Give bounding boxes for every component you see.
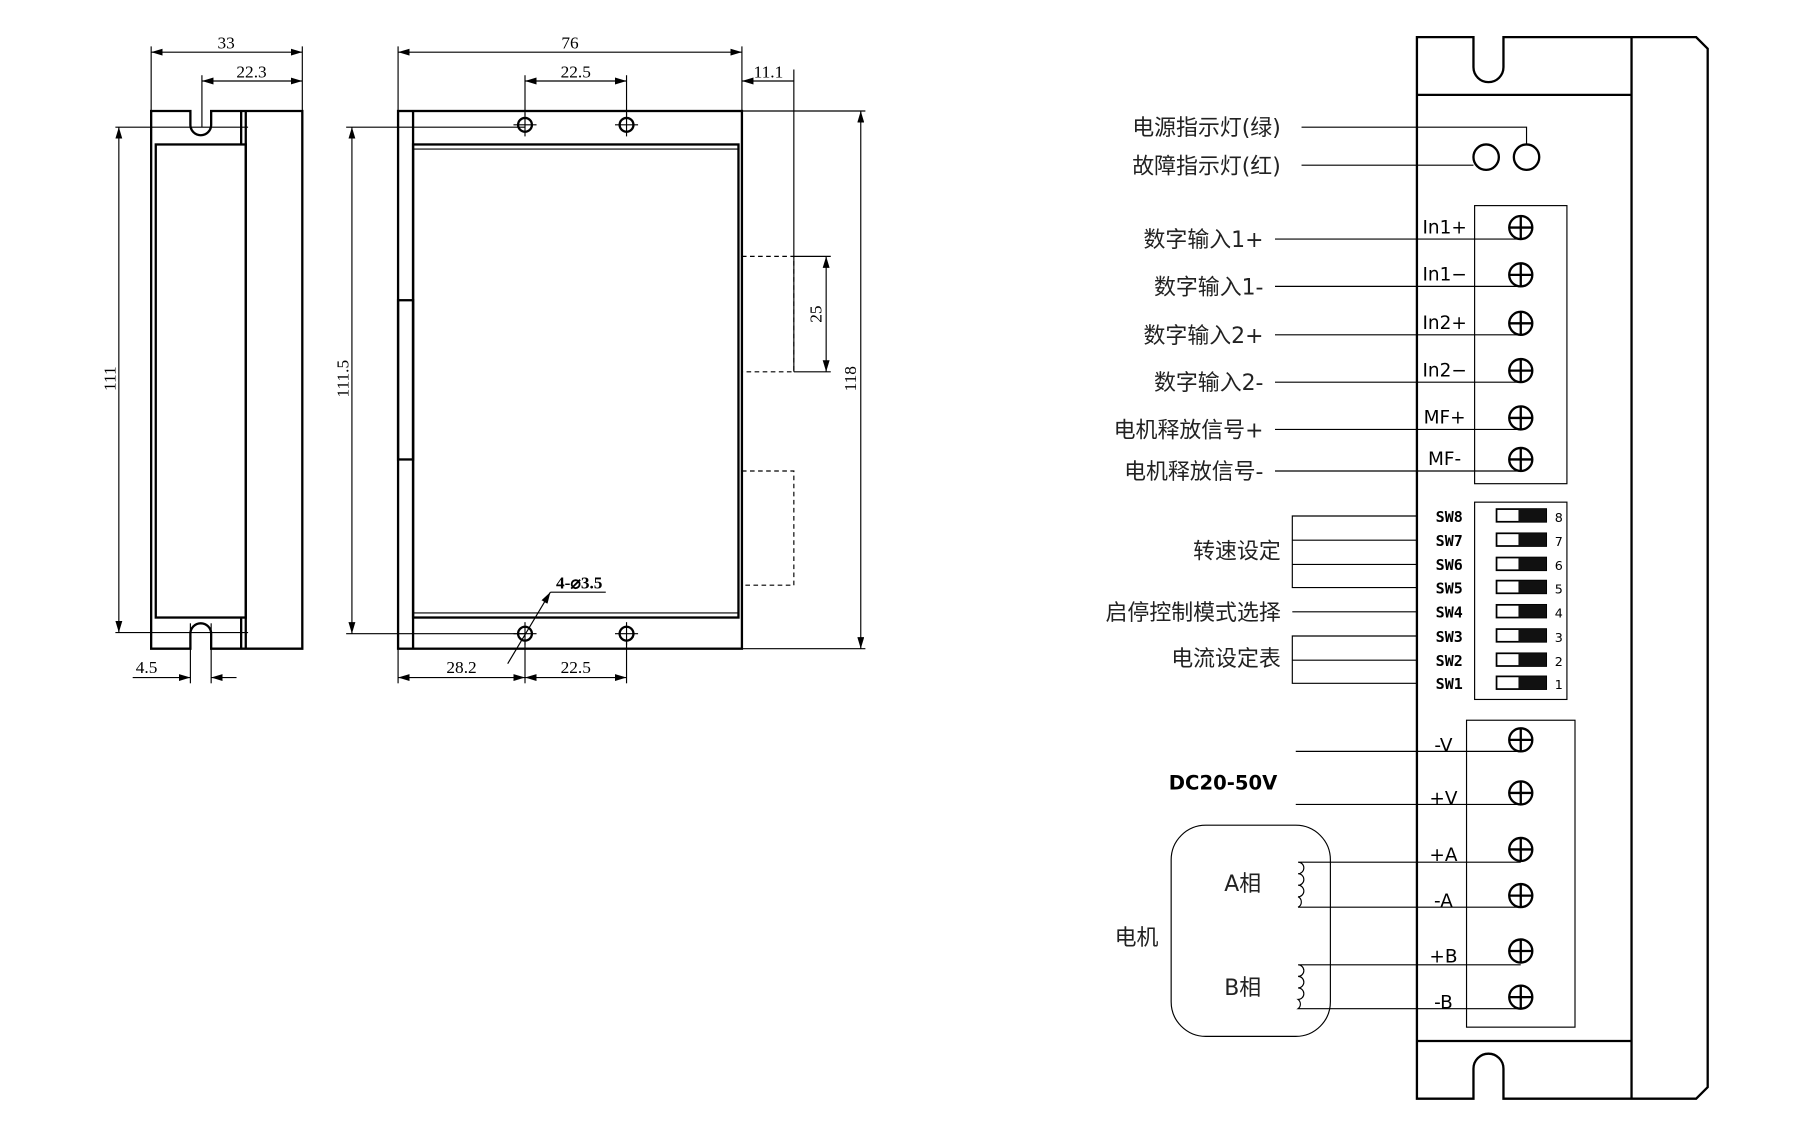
- dip-switch-label: SW1: [1436, 675, 1463, 693]
- screw-terminal-icon: [1508, 405, 1534, 431]
- dip-switch-number: 7: [1555, 534, 1563, 549]
- dip-switch[interactable]: SW1 1: [1436, 675, 1563, 693]
- driver-panel: 电源指示灯(绿) 故障指示灯(红) In1+数字输入1+In1−数字输入1-In…: [1106, 35, 1709, 1100]
- dim-height: 118: [841, 366, 860, 391]
- power-pin-label: -V: [1434, 735, 1453, 756]
- signal-terminal: In2− 数字输入2-: [1154, 357, 1534, 396]
- screw-terminal-icon: [1508, 310, 1534, 337]
- dim-side-offset: 11.1: [754, 63, 784, 82]
- pin-description: 数字输入1-: [1154, 275, 1263, 300]
- phase-b-coil: [1296, 964, 1521, 1010]
- signal-terminal: In2+ 数字输入2+: [1144, 310, 1534, 349]
- pin-label: In1+: [1422, 217, 1466, 238]
- dip-switch-number: 8: [1555, 510, 1563, 525]
- screw-terminal-icon: [1508, 984, 1534, 1010]
- screw-terminal-icon: [1508, 938, 1534, 964]
- motor-box: [1170, 824, 1331, 1037]
- power-terminal: -V: [1434, 727, 1534, 756]
- hole-note: 4-⌀3.5: [556, 574, 603, 593]
- dim-hole-offset-left: 28.2: [446, 658, 476, 677]
- dip-switch-number: 1: [1555, 677, 1563, 692]
- power-pin-label: +A: [1429, 845, 1457, 866]
- speed-setting-label: 转速设定: [1193, 540, 1281, 565]
- pin-description: 电机释放信号+: [1114, 419, 1264, 444]
- screw-terminal-icon: [1508, 727, 1534, 753]
- screw-terminal-icon: [1508, 214, 1534, 241]
- power-led: [1512, 143, 1541, 171]
- current-setting-label: 电流设定表: [1171, 647, 1281, 672]
- signal-terminal: In1+ 数字输入1+: [1144, 214, 1534, 253]
- dim-front-hole-pitch: 111.5: [333, 360, 352, 398]
- dim-hole-pitch: 111: [100, 366, 119, 391]
- dip-switch[interactable]: SW2 2: [1436, 652, 1563, 670]
- dip-switch-label: SW7: [1436, 532, 1463, 550]
- dip-switch-label: SW8: [1436, 508, 1463, 526]
- dip-switch[interactable]: SW5 5: [1436, 579, 1563, 597]
- screw-terminal-icon: [1508, 836, 1534, 863]
- fault-led-label: 故障指示灯(红): [1132, 154, 1281, 179]
- dim-connector-height: 25: [807, 305, 826, 322]
- phase-b-label: B相: [1224, 976, 1261, 1001]
- dip-switch[interactable]: SW7 7: [1436, 532, 1563, 550]
- screw-terminal-icon: [1508, 882, 1534, 909]
- pin-label: In2+: [1422, 313, 1466, 334]
- power-pin-label: +V: [1429, 788, 1457, 809]
- dip-switch-label: SW5: [1436, 579, 1463, 597]
- side-view: 33 22.3 111 4.5: [100, 34, 304, 684]
- power-pin-label: -A: [1434, 891, 1453, 912]
- dim-front-width: 76: [561, 34, 579, 53]
- power-terminal: +B: [1429, 938, 1534, 968]
- dip-switch-number: 6: [1555, 558, 1563, 573]
- pin-description: 数字输入1+: [1144, 228, 1264, 253]
- motor-label: 电机: [1115, 926, 1159, 951]
- screw-terminal-icon: [1508, 780, 1534, 806]
- pin-label: MF-: [1428, 449, 1461, 470]
- pin-description: 电机释放信号-: [1124, 460, 1263, 485]
- pin-label: In2−: [1422, 360, 1466, 381]
- dim-hole-spacing-bottom: 22.5: [561, 658, 591, 677]
- power-pin-label: +B: [1429, 947, 1457, 968]
- dip-switch-label: SW2: [1436, 652, 1463, 670]
- pin-label: MF+: [1424, 408, 1466, 429]
- pin-description: 数字输入2+: [1144, 324, 1264, 349]
- dip-switch[interactable]: SW3 3: [1436, 628, 1563, 646]
- dip-switch-label: SW3: [1436, 628, 1463, 646]
- dip-switch-label: SW6: [1436, 556, 1463, 574]
- dip-switch-label: SW4: [1436, 604, 1463, 622]
- front-view: 76 22.5 11.1 25 118 111.5 28.2 22.5 4-⌀3…: [333, 34, 866, 684]
- phase-a-label: A相: [1224, 872, 1261, 897]
- pin-description: 数字输入2-: [1154, 371, 1263, 396]
- dip-switch-number: 2: [1555, 654, 1563, 669]
- power-terminal: -A: [1434, 882, 1534, 912]
- fault-led: [1472, 143, 1500, 171]
- start-stop-label: 启停控制模式选择: [1106, 601, 1281, 626]
- dim-width: 33: [218, 34, 235, 53]
- dip-switch[interactable]: SW8 8: [1436, 508, 1563, 526]
- screw-terminal-icon: [1508, 446, 1534, 473]
- power-voltage-label: DC20-50V: [1169, 771, 1278, 794]
- dim-hole-spacing-top: 22.5: [561, 63, 591, 82]
- power-terminal: +A: [1429, 836, 1534, 866]
- phase-a-coil: [1297, 861, 1521, 908]
- dip-switch[interactable]: SW6 6: [1436, 556, 1563, 574]
- dim-slot-width: 4.5: [136, 658, 158, 677]
- power-terminal: -B: [1434, 984, 1534, 1014]
- power-led-label: 电源指示灯(绿): [1132, 116, 1281, 141]
- signal-terminal: MF+ 电机释放信号+: [1114, 405, 1534, 444]
- power-pin-label: -B: [1434, 993, 1453, 1014]
- dip-switch-number: 5: [1555, 581, 1563, 596]
- signal-terminal: In1− 数字输入1-: [1154, 262, 1534, 300]
- pin-label: In1−: [1422, 265, 1466, 286]
- screw-terminal-icon: [1508, 357, 1534, 384]
- dim-slot-offset: 22.3: [236, 63, 266, 82]
- dip-switch[interactable]: SW4 4: [1436, 604, 1563, 622]
- dip-switch-number: 3: [1555, 630, 1563, 645]
- signal-terminal: MF- 电机释放信号-: [1124, 446, 1534, 485]
- dip-switch-number: 4: [1555, 606, 1563, 621]
- screw-terminal-icon: [1508, 262, 1534, 288]
- power-terminal: +V: [1429, 780, 1534, 809]
